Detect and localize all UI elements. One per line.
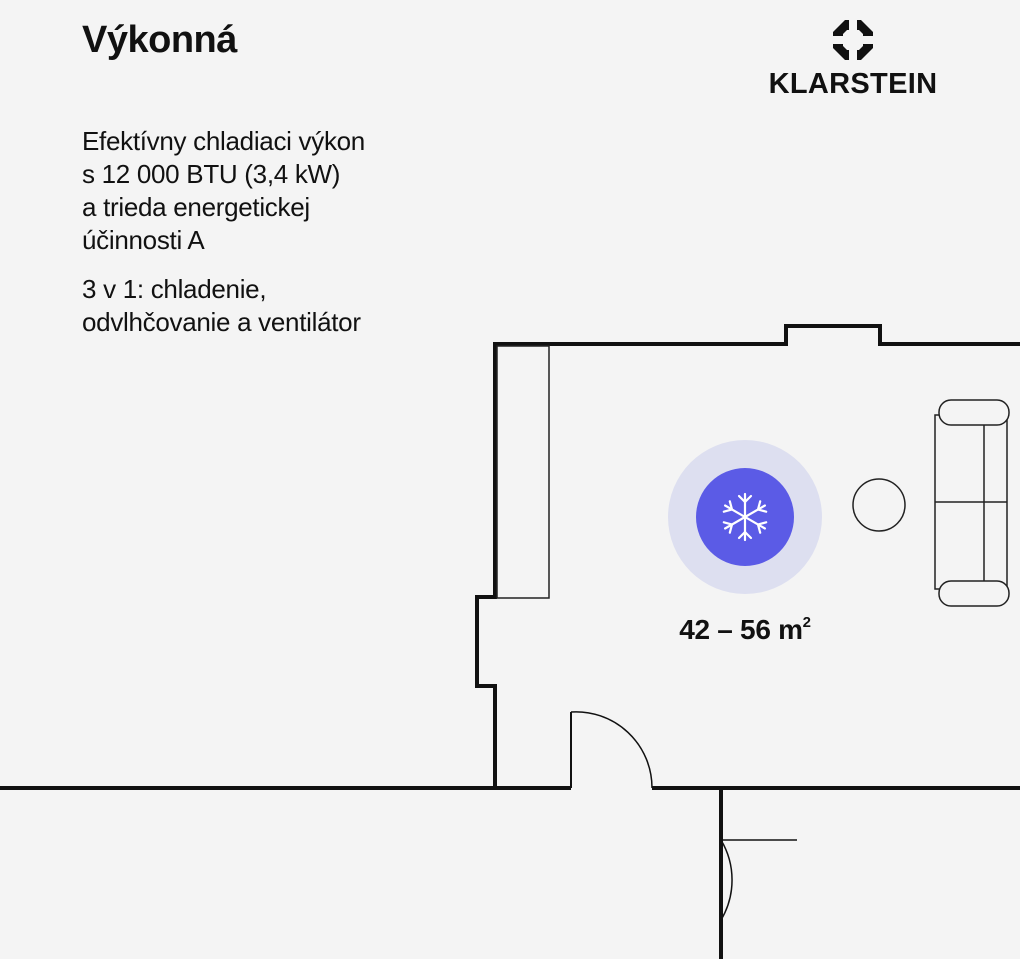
lower-door-swing <box>720 839 733 921</box>
round-table <box>852 478 906 532</box>
klarstein-logo-icon <box>831 18 875 62</box>
feature-3-in-1: 3 v 1: chladenie, odvlhčovanie a ventilá… <box>82 274 361 337</box>
feature-list: Efektívny chladiaci výkon s 12 000 BTU (… <box>82 125 482 355</box>
area-label: 42 – 56 m2 <box>630 612 860 648</box>
sofa <box>934 399 1010 607</box>
area-unit-superscript: 2 <box>802 614 811 631</box>
room-door-swing <box>570 711 653 789</box>
room-wall <box>475 324 1020 788</box>
brand-logo: KLARSTEIN <box>756 18 950 101</box>
brand-name: KLARSTEIN <box>768 68 938 100</box>
feature-cooling-power: Efektívny chladiaci výkon s 12 000 BTU (… <box>82 126 365 255</box>
snowflake-icon <box>722 492 768 542</box>
wardrobe <box>496 345 550 599</box>
headline: Výkonná <box>82 19 237 61</box>
area-range: 42 – 56 m <box>679 614 803 645</box>
